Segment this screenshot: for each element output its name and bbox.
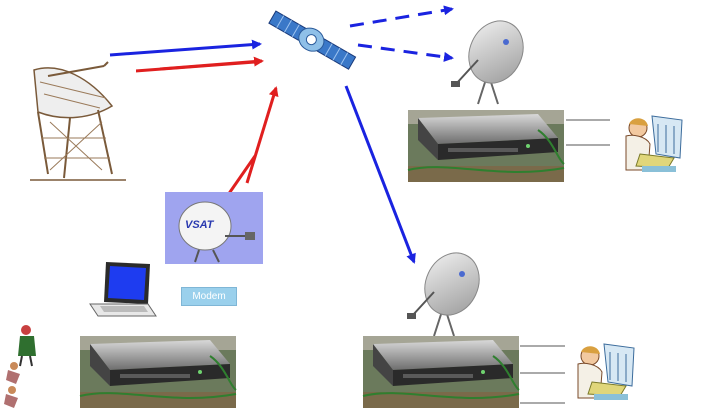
modem-box-icon bbox=[79, 335, 237, 409]
link-satellite-vsat-return bbox=[219, 86, 279, 207]
connector-lines-upper bbox=[566, 119, 610, 146]
connector-lines-lower bbox=[520, 345, 565, 404]
vsat-dish-icon: VSAT bbox=[165, 192, 263, 264]
link-hub-to-satellite bbox=[109, 39, 262, 57]
modem-label: Modem bbox=[181, 287, 237, 306]
modem-box-icon bbox=[362, 335, 520, 409]
user-at-computer-icon bbox=[573, 341, 637, 403]
link-satellite-hub-return bbox=[120, 56, 264, 77]
person-icon bbox=[18, 325, 36, 367]
link-satellite-to-remote-lower bbox=[344, 85, 416, 264]
modem-box-icon bbox=[407, 109, 565, 183]
user-at-computer-icon bbox=[621, 113, 685, 175]
remote-dish-lower bbox=[406, 243, 491, 337]
satellite-icon bbox=[268, 10, 357, 70]
vsat-brand-text: VSAT bbox=[185, 219, 215, 231]
person-icon bbox=[6, 362, 20, 384]
laptop-icon bbox=[89, 262, 157, 317]
link-satellite-to-remote-upper bbox=[349, 5, 454, 62]
hub-antenna-icon bbox=[20, 58, 136, 188]
person-icon bbox=[4, 386, 18, 408]
remote-dish-upper bbox=[450, 11, 535, 105]
